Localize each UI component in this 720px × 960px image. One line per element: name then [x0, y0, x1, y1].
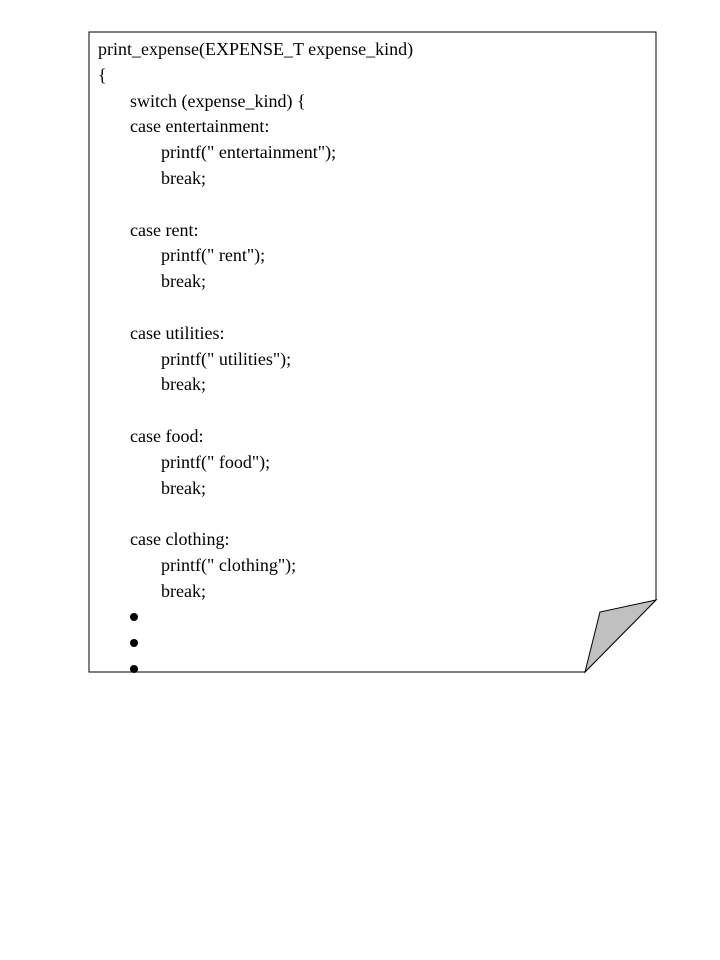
- bullet-dot-icon: [130, 664, 138, 673]
- ellipsis-dot: [98, 605, 638, 631]
- blank-line: [98, 398, 638, 424]
- printf-clothing: printf(" clothing");: [161, 554, 297, 575]
- case-label-food: case food:: [130, 425, 204, 446]
- ellipsis-dot: [98, 630, 638, 656]
- blank-line: [98, 192, 638, 218]
- open-brace: {: [98, 64, 107, 85]
- printf-entertainment: printf(" entertainment");: [161, 142, 337, 163]
- blank-line: [98, 295, 638, 321]
- page-curl-fold: [584, 599, 658, 674]
- ellipsis-dot: [98, 656, 638, 682]
- break-utilities: break;: [161, 374, 206, 395]
- break-rent: break;: [161, 271, 206, 292]
- bullet-dot-icon: [130, 638, 138, 647]
- printf-food: printf(" food");: [161, 451, 271, 472]
- printf-utilities: printf(" utilities");: [161, 348, 292, 369]
- case-label-utilities: case utilities:: [130, 322, 225, 343]
- break-clothing: break;: [161, 580, 206, 601]
- bullet-dot-icon: [130, 612, 138, 621]
- case-label-rent: case rent:: [130, 219, 199, 240]
- break-entertainment: break;: [161, 167, 206, 188]
- code-listing: print_expense(EXPENSE_T expense_kind) { …: [98, 37, 638, 682]
- blank-line: [98, 501, 638, 527]
- break-food: break;: [161, 477, 206, 498]
- case-label-entertainment: case entertainment:: [130, 116, 270, 137]
- function-signature: print_expense(EXPENSE_T expense_kind): [98, 39, 414, 59]
- case-label-clothing: case clothing:: [130, 529, 230, 550]
- switch-statement: switch (expense_kind) {: [130, 90, 306, 111]
- printf-rent: printf(" rent");: [161, 245, 266, 266]
